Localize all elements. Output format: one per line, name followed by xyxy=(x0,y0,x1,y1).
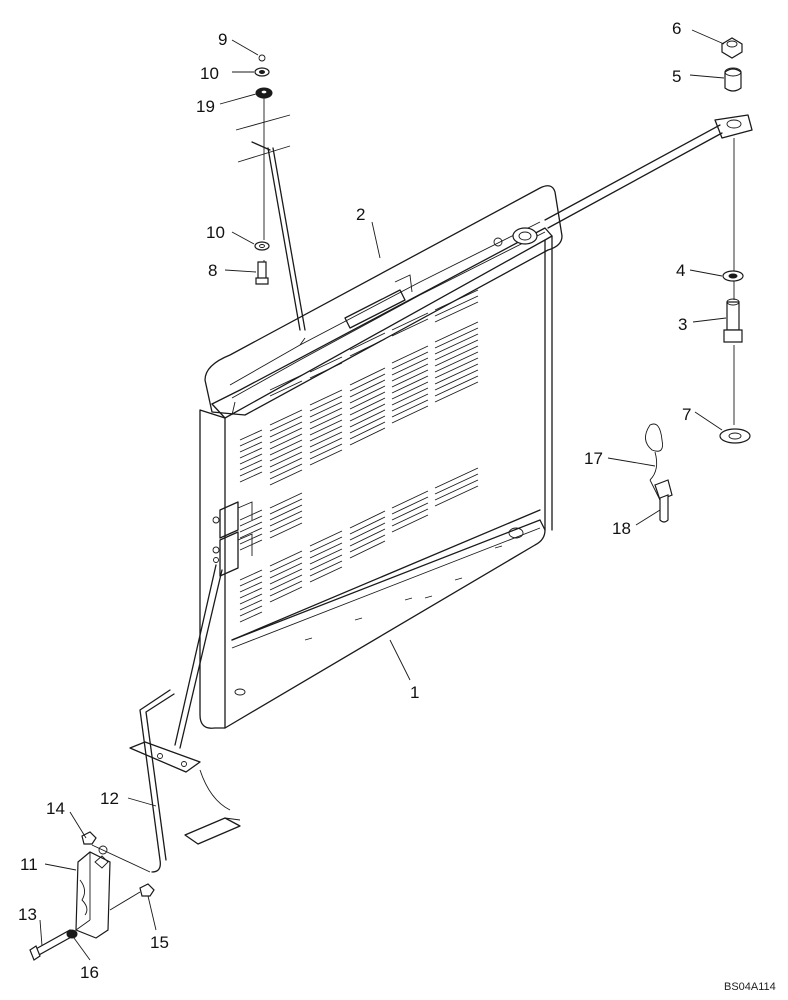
callout-1: 1 xyxy=(410,683,419,702)
callout-11: 11 xyxy=(20,855,38,874)
louver-slots xyxy=(231,289,541,641)
callout-10-top: 10 xyxy=(200,64,219,83)
callout-4: 4 xyxy=(676,261,685,280)
callout-2: 2 xyxy=(356,205,365,224)
callout-7: 7 xyxy=(682,405,691,424)
leader-lines xyxy=(39,29,727,961)
washer-part-10-top xyxy=(254,67,270,77)
grille-panel xyxy=(199,235,553,729)
lanyard-pin xyxy=(645,423,673,523)
callout-15: 15 xyxy=(150,933,169,952)
callout-13: 13 xyxy=(18,905,37,924)
grommet-part-19 xyxy=(255,87,273,99)
callout-17: 17 xyxy=(584,449,603,468)
reference-code: BS04A114 xyxy=(724,981,776,993)
washer-part-10-lower xyxy=(254,241,270,251)
cap-part-9 xyxy=(258,54,266,62)
callout-9: 9 xyxy=(218,30,227,49)
nut-part-15 xyxy=(139,883,155,897)
washer-part-7 xyxy=(719,428,751,444)
bolt-part-3 xyxy=(723,298,743,343)
top-left-hardware xyxy=(235,54,306,331)
support-rod xyxy=(544,114,753,425)
callout-16: 16 xyxy=(80,963,99,982)
callout-19: 19 xyxy=(196,97,215,116)
callout-labels: 9 10 19 10 8 2 6 5 4 3 7 17 18 1 12 14 1… xyxy=(18,19,691,982)
callout-10-lower: 10 xyxy=(206,223,225,242)
latch-block-part-11 xyxy=(75,845,111,939)
washer-part-4 xyxy=(722,270,744,282)
callout-18: 18 xyxy=(612,519,631,538)
nut-part-6 xyxy=(721,37,743,59)
callout-14: 14 xyxy=(46,799,65,818)
top-cover xyxy=(204,185,563,416)
callout-12: 12 xyxy=(100,789,119,808)
callout-5: 5 xyxy=(672,67,681,86)
washer-part-16 xyxy=(66,929,78,939)
callout-8: 8 xyxy=(208,261,217,280)
callout-6: 6 xyxy=(672,19,681,38)
spacer-part-5 xyxy=(724,67,742,92)
hinge-brackets xyxy=(212,501,253,577)
callout-3: 3 xyxy=(678,315,687,334)
bolt-part-8 xyxy=(255,261,269,285)
right-hardware xyxy=(719,37,751,444)
lower-linkage xyxy=(29,564,241,961)
nut-part-14 xyxy=(81,831,97,845)
